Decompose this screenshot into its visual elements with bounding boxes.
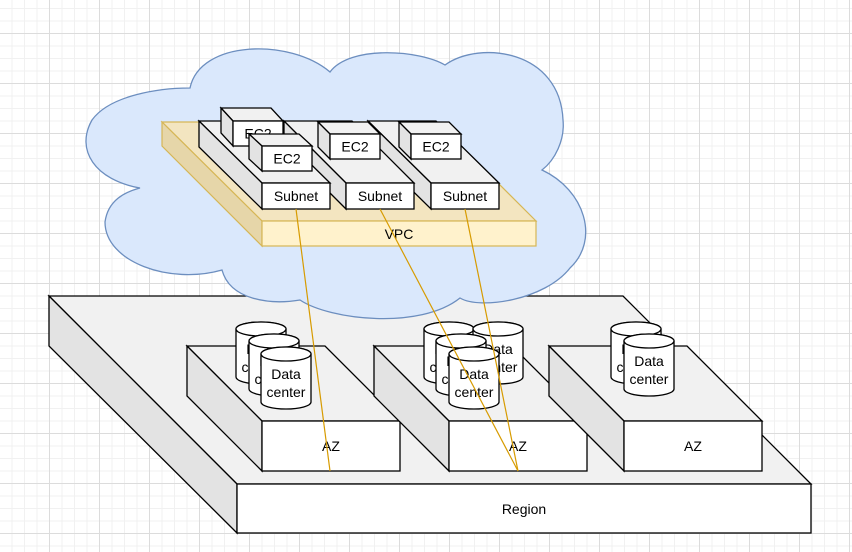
az-2-datacenter-2-top <box>472 321 524 337</box>
connector-subnet3-az2[interactable] <box>464 208 519 472</box>
az-2-datacenter-4[interactable]: Data center <box>448 346 500 410</box>
connectors <box>295 208 519 472</box>
az-2-datacenter-4-label: center <box>455 384 494 400</box>
az-3-datacenter-2-top <box>623 333 675 349</box>
region-front-face <box>236 483 812 534</box>
subnet-2-ec2-1[interactable]: EC2 <box>316 120 382 161</box>
region-label: Region <box>502 501 546 517</box>
az-3-datacenter-2-label: Data <box>634 353 664 369</box>
az-2-datacenter-4-top <box>448 346 500 362</box>
az-2-datacenter-3-top <box>435 333 487 349</box>
subnet-3-ec2-1[interactable]: EC2 <box>397 120 463 161</box>
subnet-2-ec2-1-label: EC2 <box>341 139 368 155</box>
subnet-3-ec2-1-label: EC2 <box>422 139 449 155</box>
vpc-label: VPC <box>385 226 414 242</box>
vpc-front-face <box>261 220 537 247</box>
az-layer: AZDatacenterDatacenterDatacenterAZDatace… <box>185 321 764 473</box>
connector-subnet2-az2[interactable] <box>379 208 519 472</box>
subnet-1-front-face <box>261 182 331 210</box>
subnet-2-front-face <box>345 182 415 210</box>
az-1-datacenter-3-top <box>260 346 312 362</box>
az-3-label: AZ <box>684 438 702 454</box>
az-1-datacenter-3[interactable]: Data center <box>260 346 312 410</box>
az-1-datacenter-3-label: center <box>267 384 306 400</box>
az-1-label: AZ <box>322 438 340 454</box>
subnet-3-label: Subnet <box>443 188 487 204</box>
az-1-front-face <box>261 420 401 472</box>
subnet-2-ec2-1-front-face <box>329 133 381 160</box>
az-1-datacenter-2-top <box>248 333 300 349</box>
subnet-1-ec2-2[interactable]: EC2 <box>247 132 314 173</box>
subnet-2-label: Subnet <box>358 188 402 204</box>
connector-subnet1-az1[interactable] <box>295 208 331 472</box>
az-3-datacenter-2[interactable]: Data center <box>623 333 675 397</box>
subnet-3-ec2-1-front-face <box>410 133 462 160</box>
az-2-datacenter-4-label: Data <box>459 366 489 382</box>
az-2-front-face <box>448 420 588 472</box>
subnet-3-front-face <box>430 182 500 210</box>
subnet-layer: SubnetSubnetSubnetEC2EC2EC2EC2 <box>197 106 501 211</box>
az-3-datacenter-2-label: center <box>630 371 669 387</box>
az-3-front-face <box>623 420 763 472</box>
az-1-datacenter-3-label: Data <box>271 366 301 382</box>
subnet-1-label: Subnet <box>274 188 318 204</box>
subnet-1-ec2-2-front-face <box>261 145 313 172</box>
subnet-1-ec2-2-label: EC2 <box>273 151 300 167</box>
